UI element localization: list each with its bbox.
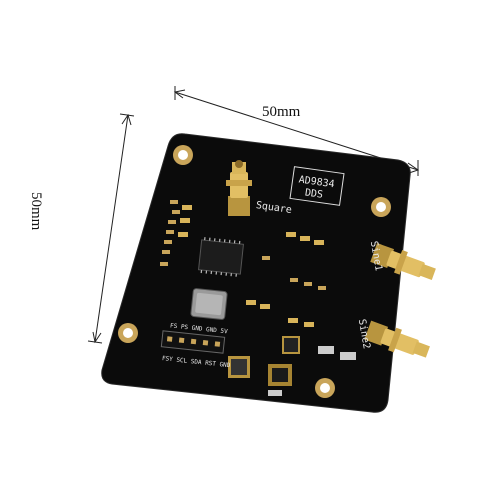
mounting-holes <box>118 145 391 398</box>
pcb-board <box>101 133 411 413</box>
chip-label-box <box>289 166 345 206</box>
sine1-label: Sine1 <box>368 240 384 272</box>
chip-label-line1: AD9834 <box>298 174 335 190</box>
sma-connector-sine1 <box>370 243 436 280</box>
square-label: Square <box>255 200 292 216</box>
chip-label-line2: DDS <box>304 187 323 200</box>
width-dimension-label: 50mm <box>262 104 301 120</box>
sine2-label: Sine2 <box>356 318 372 350</box>
crystal-oscillator <box>190 288 228 320</box>
smd-components <box>160 200 356 396</box>
sma-connector-sine2 <box>364 320 430 358</box>
sma-connector-square <box>226 160 252 216</box>
pin-header <box>160 330 226 354</box>
ad9834-ic <box>197 237 245 277</box>
